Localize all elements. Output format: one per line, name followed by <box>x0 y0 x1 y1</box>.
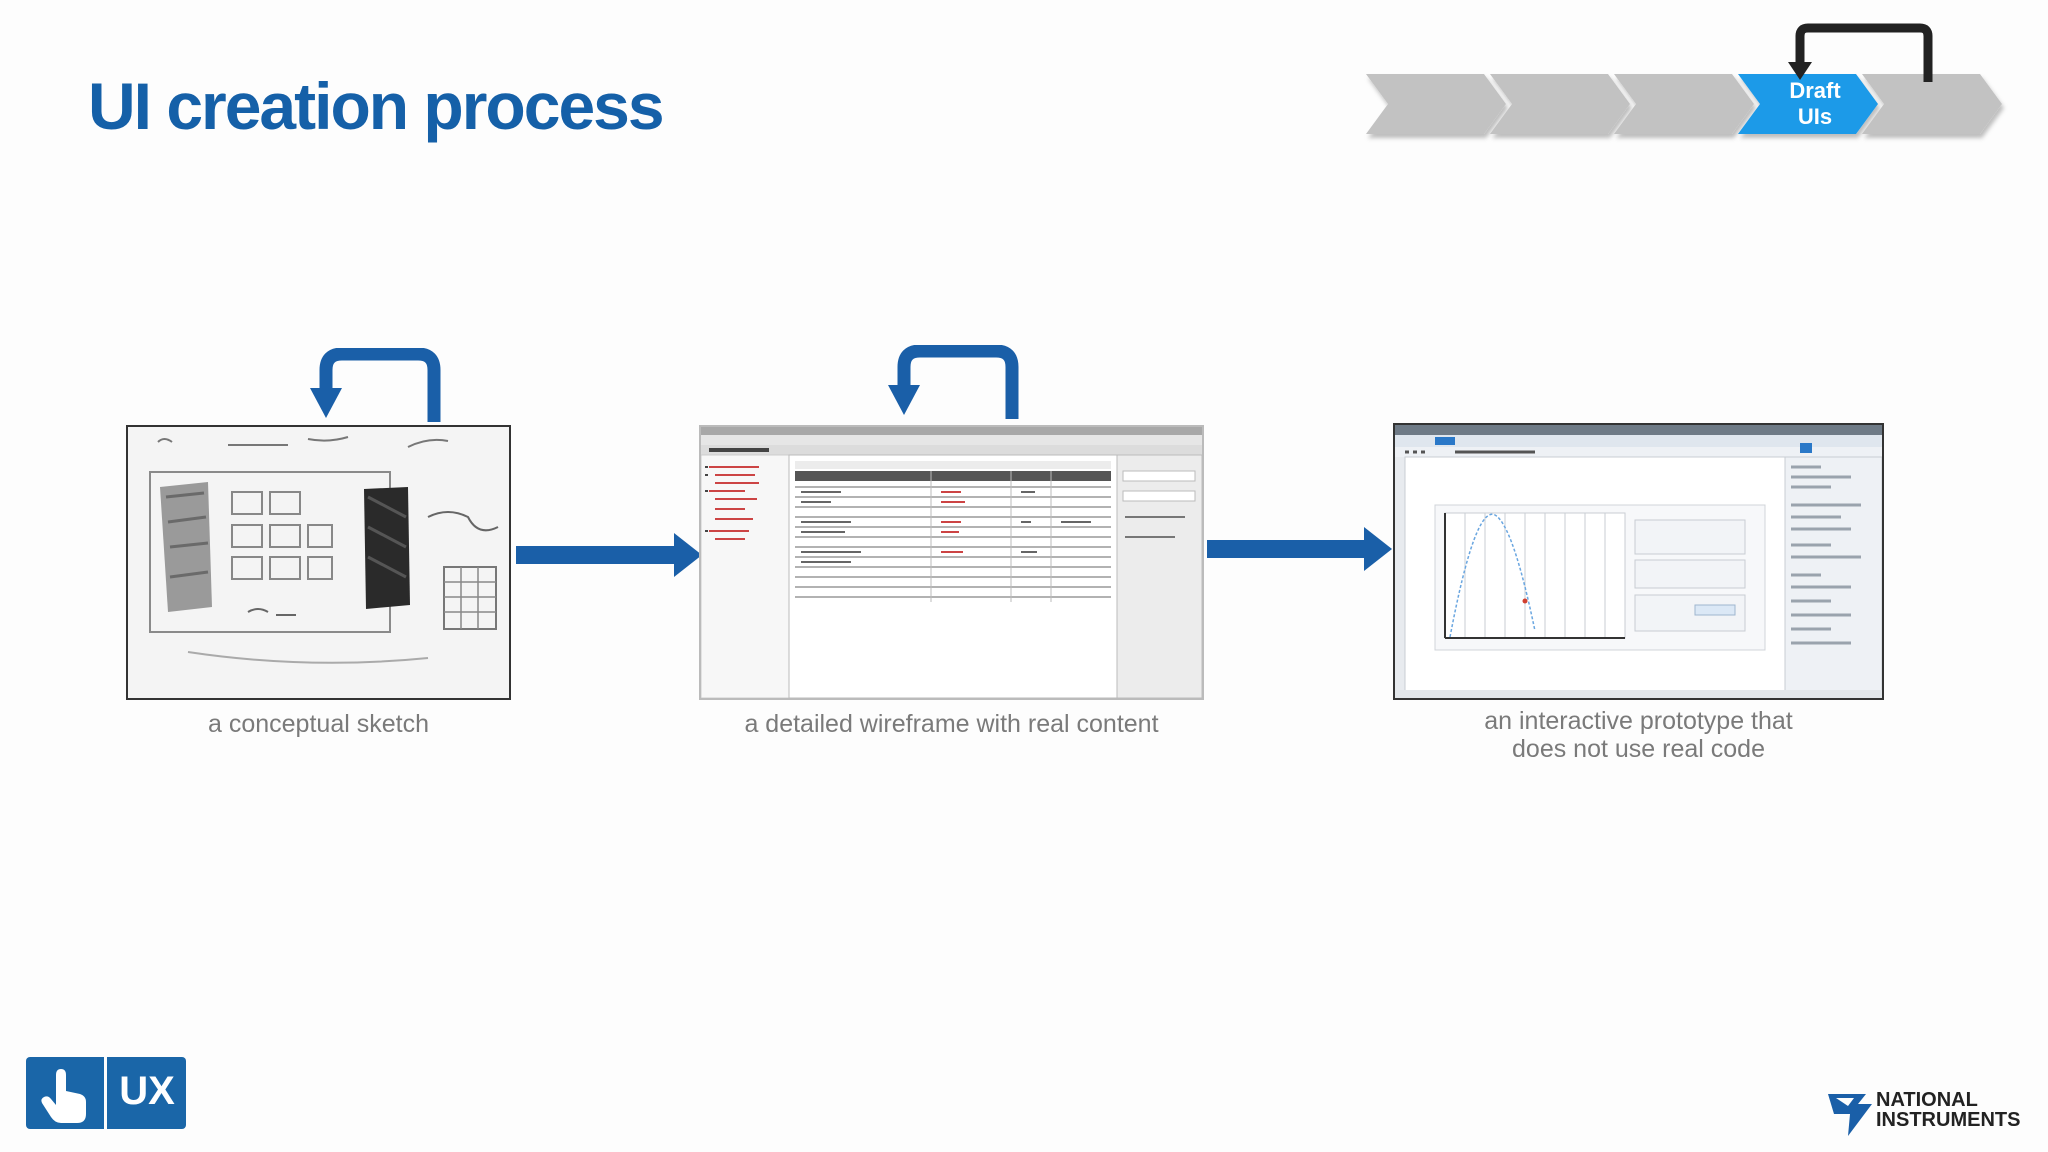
process-loop-arrow <box>1795 23 1933 82</box>
page-title: UI creation process <box>88 69 665 143</box>
stage-caption-wireframe: a detailed wireframe with real content <box>744 710 1159 738</box>
sketch-image <box>128 427 509 698</box>
stage-caption-prototype: an interactive prototype that does not u… <box>1484 707 1793 763</box>
sketch-thumbnail <box>126 425 511 700</box>
prototype-image <box>1395 425 1882 698</box>
ni-eagle-icon <box>1828 1094 1872 1136</box>
process-step-2 <box>1490 74 1630 134</box>
ux-logo: UX <box>26 1057 186 1129</box>
wireframe-thumbnail <box>699 425 1204 700</box>
flow-arrow-1 <box>516 533 702 577</box>
ux-logo-text: UX <box>119 1069 175 1113</box>
process-step-5 <box>1862 74 2002 134</box>
prototype-thumbnail <box>1393 423 1884 700</box>
active-step-label: Draft UIs <box>1789 78 1841 129</box>
ux-logo-divider <box>104 1057 107 1129</box>
process-bar <box>1366 23 2002 134</box>
iteration-loop-arrow-2 <box>888 345 1019 419</box>
wireframe-image <box>701 427 1202 698</box>
process-step-3 <box>1614 74 1754 134</box>
touch-hand-icon <box>41 1069 86 1123</box>
iteration-loop-arrow-1 <box>310 348 441 422</box>
company-logo-text: NATIONAL INSTRUMENTS <box>1876 1089 2021 1131</box>
process-step-1 <box>1366 74 1506 134</box>
flow-arrow-2 <box>1207 527 1392 571</box>
process-step-active <box>1738 74 1878 134</box>
stage-caption-sketch: a conceptual sketch <box>208 710 429 738</box>
